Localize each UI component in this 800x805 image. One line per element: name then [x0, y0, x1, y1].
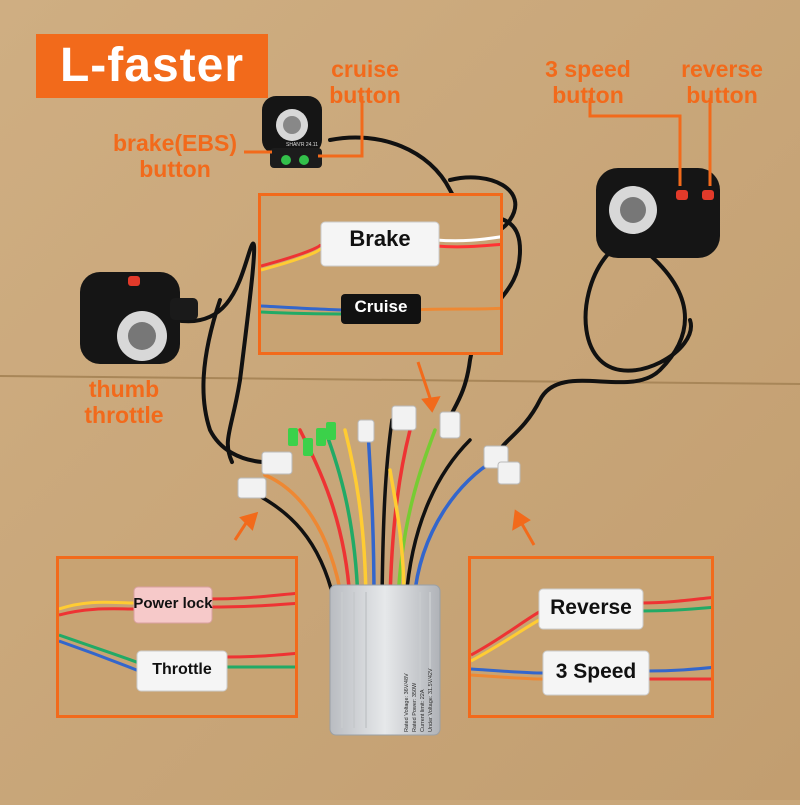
speed-reverse-switch: [596, 168, 720, 258]
brake-connector: [320, 221, 440, 267]
inset-power-lock-throttle-drawing: [59, 586, 295, 692]
cruise-brake-switch: [262, 96, 322, 168]
inset-reverse-speed-drawing: [471, 588, 711, 696]
inset-reverse-speed: Reverse 3 Speed: [468, 556, 714, 718]
inset-power-lock-label: Power lock: [133, 595, 213, 612]
controller-label-line: Current limit: 22A: [420, 689, 426, 732]
controller-label-line: Rated Power: 350W: [412, 682, 418, 732]
callout-brake-button: brake(EBS) button: [113, 130, 237, 182]
inset-reverse-label: Reverse: [550, 596, 632, 619]
inset-throttle-label: Throttle: [152, 661, 212, 678]
callout-3-speed-button: 3 speed button: [545, 56, 631, 108]
controller-label-line: Rated Voltage: 36V/48V: [404, 673, 410, 732]
callout-reverse-button: reverse button: [681, 56, 763, 108]
white-connectors: [237, 405, 521, 499]
inset-brake-cruise: Brake Cruise: [258, 193, 503, 355]
thumb-throttle-device: [80, 272, 198, 364]
cardboard-seam: [0, 375, 800, 385]
reverse-connector: [538, 588, 644, 630]
callout-thumb-throttle: thumb throttle: [84, 376, 164, 428]
inset-brake-label: Brake: [349, 226, 411, 251]
callout-leaders: [244, 96, 712, 186]
controller-label-line: Under Voltage: 31.5V/42V: [428, 668, 434, 732]
controller-box: [329, 584, 441, 736]
throttle-connector: [136, 650, 228, 692]
controller-label: Rated Voltage: 36V/48V Rated Power: 350W…: [404, 668, 434, 732]
inset-power-lock-throttle: Power lock Throttle: [56, 556, 298, 718]
power-lock-connector: [133, 586, 213, 624]
callout-cruise-button: cruise button: [329, 56, 401, 108]
green-connectors: [288, 422, 336, 456]
switch-print: SHAN'R 24.11: [286, 142, 318, 148]
callout-arrows: [233, 361, 536, 546]
speed-connector: [542, 650, 650, 696]
cruise-connector: [341, 294, 421, 324]
brand-logo: L-faster: [36, 34, 268, 98]
inset-brake-cruise-drawing: [261, 221, 500, 324]
inset-cruise-label: Cruise: [354, 297, 408, 316]
inset-3-speed-label: 3 Speed: [555, 660, 637, 683]
